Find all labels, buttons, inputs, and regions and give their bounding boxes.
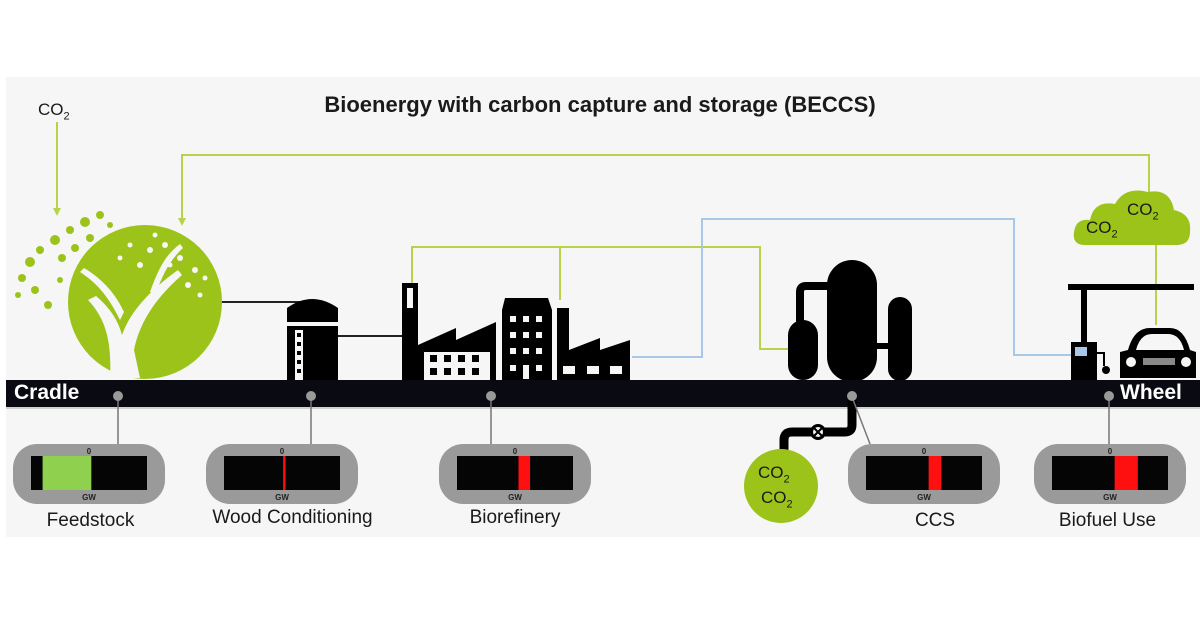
cloud-icon — [1073, 190, 1191, 246]
stage-pin — [1104, 391, 1114, 401]
gauge-unit-label: GW — [1103, 493, 1117, 502]
rail — [6, 380, 1200, 407]
stage-pin — [847, 391, 857, 401]
co2-input-arrowhead — [53, 208, 61, 216]
gauge-top-label: 0 — [513, 447, 518, 456]
stage-label-feedstock: Feedstock — [46, 510, 135, 531]
gauge-bar — [866, 456, 982, 490]
storage-co2-1: CO2 — [758, 463, 790, 486]
gauge-bar — [1052, 456, 1168, 490]
gauge-top-label: 0 — [922, 447, 927, 456]
stage-label-biorefinery: Biorefinery — [469, 507, 561, 528]
cloud-co2-1: CO2 — [1086, 218, 1118, 241]
refinery-to-ccs-line — [560, 246, 790, 350]
factory-emission-line — [411, 246, 561, 300]
gauge-indicator — [518, 456, 531, 490]
gauge-unit-label: GW — [508, 493, 522, 502]
ccs-tank-icon — [788, 260, 912, 382]
co2-return-line — [181, 154, 1150, 222]
gauge-biofuel-use: 0GW — [1034, 444, 1186, 504]
gauge-indicator — [283, 456, 286, 490]
stage-pin — [306, 391, 316, 401]
co2-return-arrowhead — [178, 218, 186, 226]
gauge-indicator — [42, 456, 92, 490]
co2-input-label: CO2 — [38, 100, 70, 123]
stage-pin — [113, 391, 123, 401]
cradle-label: Cradle — [14, 381, 80, 404]
factory-icon — [402, 283, 496, 383]
stage-label-ccs: CCS — [914, 510, 956, 531]
storage-co2-2: CO2 — [761, 488, 793, 511]
gauge-bar — [457, 456, 573, 490]
tree-icon — [15, 211, 222, 379]
gauge-indicator — [928, 456, 942, 490]
fuel-pump-icon — [1068, 284, 1194, 384]
wheel-label: Wheel — [1120, 381, 1182, 404]
stage-label-biofuel-use: Biofuel Use — [1058, 510, 1157, 531]
gauge-bar — [224, 456, 340, 490]
cloud-co2-2: CO2 — [1127, 200, 1159, 223]
gauge-top-label: 0 — [280, 447, 285, 456]
diagram-title: Bioenergy with carbon capture and storag… — [324, 92, 876, 117]
valve-icon — [810, 424, 826, 440]
capture-line — [632, 218, 1072, 358]
gauge-top-label: 0 — [87, 447, 92, 456]
gauge-biorefinery: 0GW — [439, 444, 591, 504]
car-icon — [1120, 328, 1196, 378]
gauge-wood-conditioning: 0GW — [206, 444, 358, 504]
biorefinery-icon — [502, 298, 630, 383]
gauge-unit-label: GW — [82, 493, 96, 502]
gauge-indicator — [1114, 456, 1138, 490]
gauge-top-label: 0 — [1108, 447, 1113, 456]
gauge-ccs: 0GW — [848, 444, 1000, 504]
gauge-unit-label: GW — [917, 493, 931, 502]
stage-pin — [486, 391, 496, 401]
storage-circle — [744, 449, 818, 523]
gauge-unit-label: GW — [275, 493, 289, 502]
silo-icon — [287, 299, 338, 382]
gauge-feedstock: 0GW — [13, 444, 165, 504]
stage-label-wood-conditioning: Wood Conditioning — [212, 507, 373, 528]
